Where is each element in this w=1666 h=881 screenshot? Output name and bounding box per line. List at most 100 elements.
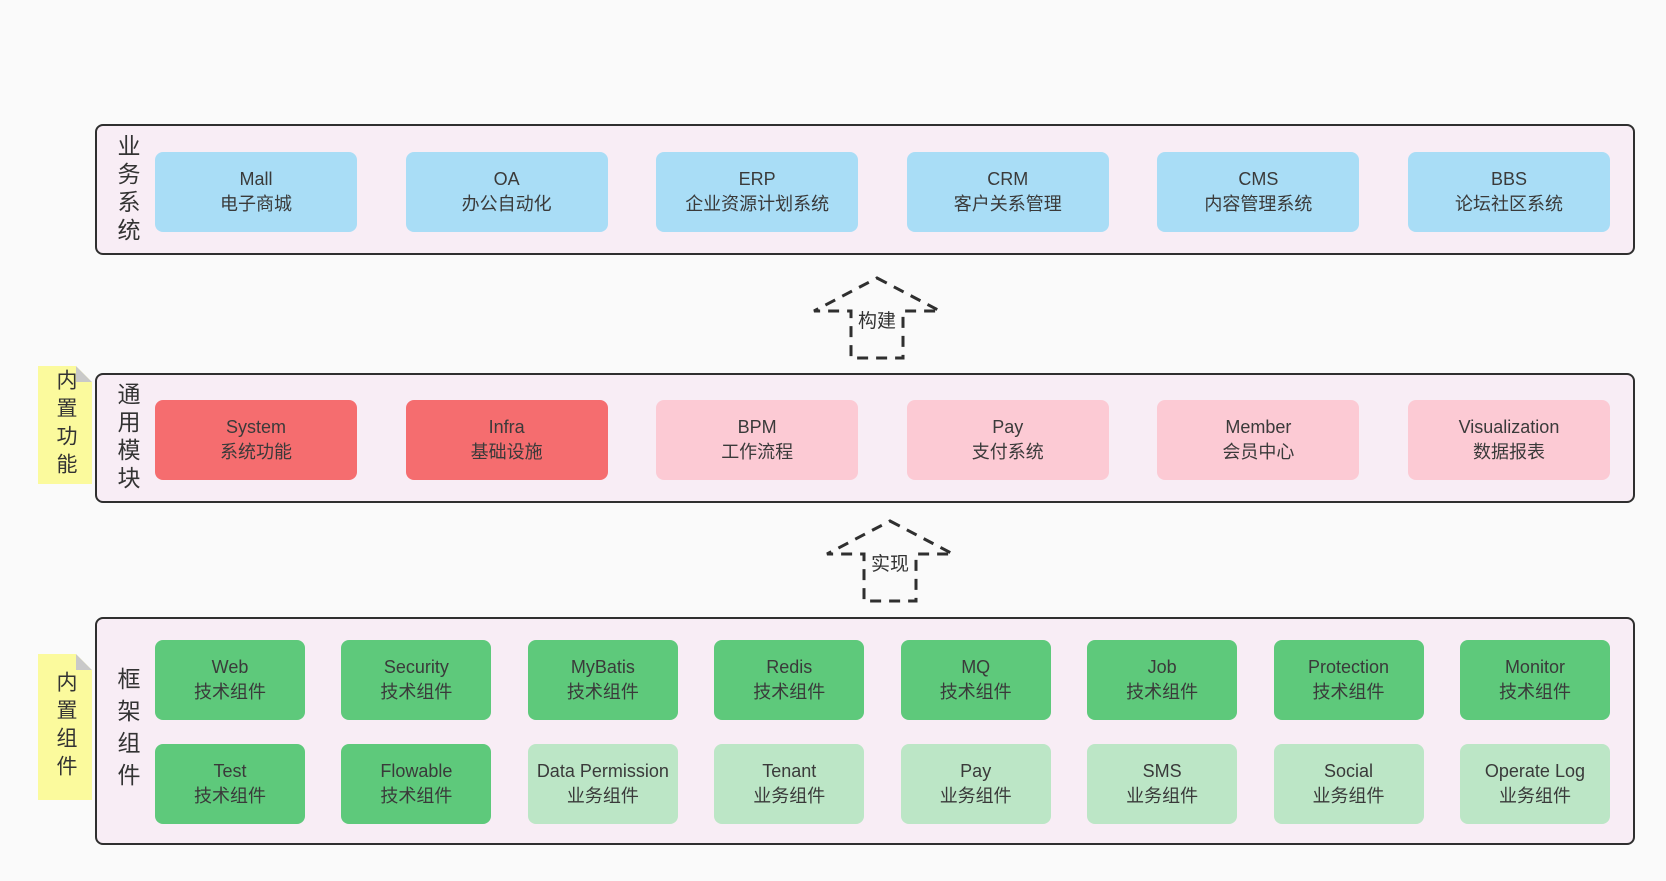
box-pay: Pay 业务组件 <box>900 744 1051 824</box>
box-subtitle: 业务组件 <box>939 786 1012 806</box>
box-subtitle: 技术组件 <box>380 682 453 702</box>
box-title: BBS <box>1490 168 1527 189</box>
box-subtitle: 数据报表 <box>1472 442 1545 462</box>
arrow-build-label: 构建 <box>853 305 901 334</box>
box-title: Tenant <box>762 760 817 781</box>
box-visualization: Visualization 数据报表 <box>1407 400 1610 480</box>
box-protection: Protection 技术组件 <box>1273 640 1424 720</box>
box-title: Monitor <box>1504 656 1565 677</box>
box-web: Web 技术组件 <box>155 640 305 720</box>
box-row: System 系统功能 Infra 基础设施 BPM 工作流程 Pay 支付系统 Member 会… <box>155 400 1610 480</box>
box-subtitle: 会员中心 <box>1222 442 1295 462</box>
section-label-framework-components: 框架组件 <box>114 667 140 795</box>
arrow-implement-label: 实现 <box>866 548 914 577</box>
box-title: ERP <box>738 168 776 189</box>
box-subtitle: 工作流程 <box>721 442 794 462</box>
box-title: Pay <box>960 760 992 781</box>
box-title: Data Permission <box>536 760 669 781</box>
box-mq: MQ 技术组件 <box>900 640 1051 720</box>
box-subtitle: 技术组件 <box>753 682 826 702</box>
box-redis: Redis 技术组件 <box>714 640 865 720</box>
box-system: System 系统功能 <box>155 400 357 480</box>
sticky-note-builtin-features-label: 内置功能 <box>54 369 77 481</box>
box-subtitle: 技术组件 <box>939 682 1012 702</box>
sticky-note-builtin-components-label: 内置组件 <box>54 671 77 783</box>
box-flowable: Flowable 技术组件 <box>341 744 492 824</box>
box-test: Test 技术组件 <box>155 744 305 824</box>
box-title: Mall <box>239 168 273 189</box>
box-title: Operate Log <box>1484 760 1585 781</box>
sticky-note-builtin-components: 内置组件 <box>38 654 92 800</box>
box-subtitle: 办公自动化 <box>461 194 552 214</box>
box-title: Member <box>1225 416 1292 437</box>
box-erp: ERP 企业资源计划系统 <box>656 152 859 232</box>
box-title: MyBatis <box>570 656 635 677</box>
box-subtitle: 业务组件 <box>1126 786 1199 806</box>
box-title: CRM <box>987 168 1029 189</box>
box-subtitle: 企业资源计划系统 <box>685 194 830 214</box>
box-subtitle: 技术组件 <box>380 786 453 806</box>
box-subtitle: 内容管理系统 <box>1204 194 1313 214</box>
box-title: BPM <box>737 416 777 437</box>
section-common-modules: 通用模块 System 系统功能 Infra 基础设施 BPM 工作流程 Pay 支付系统 Me… <box>95 373 1635 503</box>
box-tenant: Tenant 业务组件 <box>714 744 865 824</box>
box-mall: Mall 电子商城 <box>155 152 357 232</box>
box-subtitle: 技术组件 <box>1498 682 1571 702</box>
box-security: Security 技术组件 <box>341 640 492 720</box>
box-monitor: Monitor 技术组件 <box>1459 640 1610 720</box>
box-title: Protection <box>1308 656 1390 677</box>
box-title: CMS <box>1238 168 1279 189</box>
box-subtitle: 业务组件 <box>566 786 639 806</box>
box-subtitle: 电子商城 <box>220 194 292 214</box>
box-subtitle: 技术组件 <box>566 682 639 702</box>
box-bpm: BPM 工作流程 <box>656 400 859 480</box>
box-subtitle: 业务组件 <box>753 786 826 806</box>
arrow-up-dashed-icon <box>826 519 954 603</box>
box-subtitle: 技术组件 <box>194 786 266 806</box>
box-mybatis: MyBatis 技术组件 <box>527 640 678 720</box>
box-subtitle: 系统功能 <box>220 442 292 462</box>
sticky-note-builtin-features: 内置功能 <box>38 366 92 484</box>
box-title: MQ <box>961 656 991 677</box>
box-member: Member 会员中心 <box>1157 400 1360 480</box>
box-title: Redis <box>766 656 813 677</box>
box-title: Pay <box>992 416 1024 437</box>
box-cms: CMS 内容管理系统 <box>1157 152 1360 232</box>
box-title: Social <box>1324 760 1374 781</box>
box-title: SMS <box>1142 760 1182 781</box>
box-title: Test <box>213 760 247 781</box>
box-subtitle: 业务组件 <box>1312 786 1385 806</box>
box-title: Flowable <box>380 760 453 781</box>
box-social: Social 业务组件 <box>1273 744 1424 824</box>
box-title: Visualization <box>1458 416 1560 437</box>
box-title: Security <box>383 656 449 677</box>
box-title: Job <box>1147 656 1177 677</box>
box-subtitle: 论坛社区系统 <box>1454 194 1563 214</box>
arrow-implement: 实现 <box>825 519 955 603</box>
box-title: Infra <box>488 416 525 437</box>
box-title: System <box>225 416 286 437</box>
box-subtitle: 技术组件 <box>1312 682 1385 702</box>
section-label-common-modules: 通用模块 <box>114 382 140 494</box>
box-operate-log: Operate Log 业务组件 <box>1459 744 1610 824</box>
box-data-permission: Data Permission 业务组件 <box>527 744 678 824</box>
box-subtitle: 业务组件 <box>1498 786 1571 806</box>
box-bbs: BBS 论坛社区系统 <box>1407 152 1610 232</box>
arrow-build: 构建 <box>812 276 942 360</box>
arrow-up-dashed-icon <box>813 276 941 360</box>
box-infra: Infra 基础设施 <box>405 400 608 480</box>
box-title: Web <box>211 656 249 677</box>
section-label-business-systems: 业务系统 <box>114 133 140 246</box>
box-subtitle: 技术组件 <box>194 682 266 702</box>
box-subtitle: 支付系统 <box>971 442 1044 462</box>
box-subtitle: 基础设施 <box>470 442 543 462</box>
